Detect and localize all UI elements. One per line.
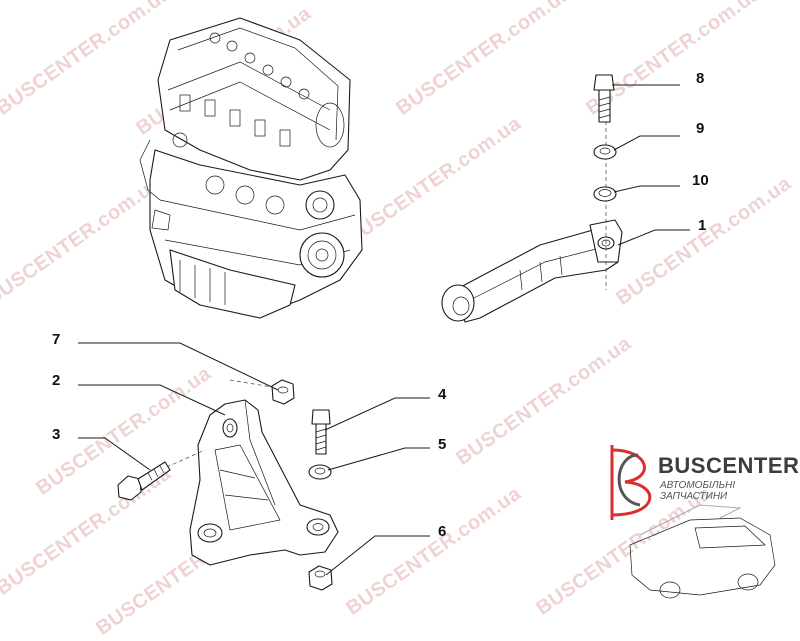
washer	[593, 186, 617, 202]
bolt	[117, 461, 171, 501]
torque-rod-mount	[441, 219, 623, 323]
logo-subtitle: АВТОМОБІЛЬНІ ЗАПЧАСТИНИ	[660, 480, 736, 502]
callout-5: 5	[438, 436, 447, 453]
callout-4: 4	[438, 386, 447, 403]
engine-block-illustration	[139, 17, 363, 319]
washer	[308, 464, 332, 480]
callout-2: 2	[52, 372, 61, 389]
callout-7: 7	[52, 331, 61, 348]
bolt	[593, 74, 615, 123]
callout-9: 9	[696, 120, 705, 137]
washer	[593, 144, 617, 160]
nut	[271, 379, 295, 405]
bolt	[311, 409, 331, 455]
diagram-drawing: .ln { fill: none; stroke: #1a1a1a; strok…	[78, 17, 776, 599]
callout-6: 6	[438, 523, 447, 540]
callout-10: 10	[692, 172, 709, 189]
callout-8: 8	[696, 70, 705, 87]
callout-3: 3	[52, 426, 61, 443]
callout-1: 1	[698, 217, 707, 234]
buscenter-logo	[610, 445, 776, 599]
logo-title: BUSCENTER	[658, 453, 800, 478]
nut	[308, 565, 333, 591]
engine-bracket	[189, 399, 339, 566]
leader-lines	[78, 84, 690, 576]
